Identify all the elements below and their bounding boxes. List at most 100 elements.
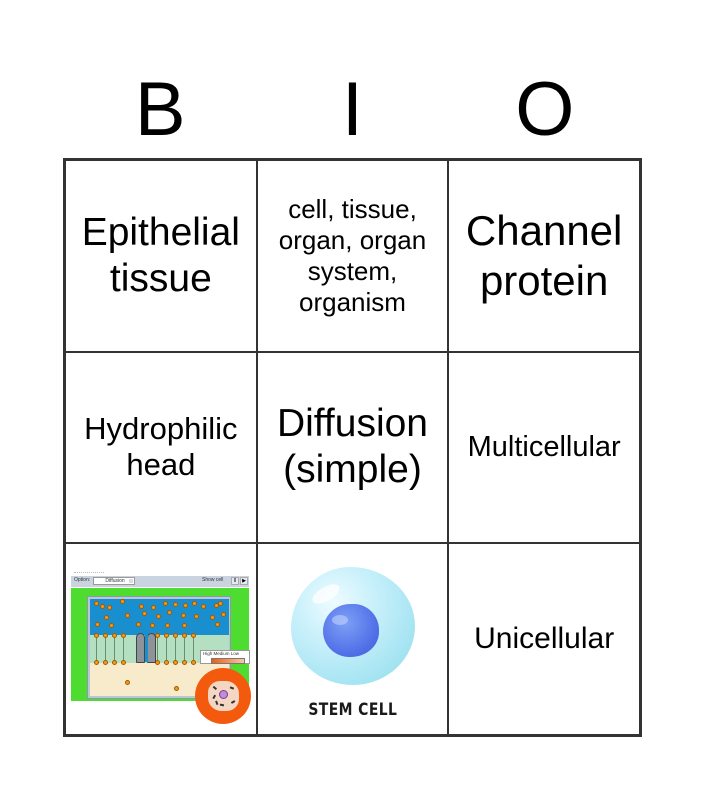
bingo-cell-diffusion-simple[interactable]: Diffusion (simple)	[256, 351, 449, 544]
stem-cell-nucleus	[322, 604, 379, 658]
organelle	[212, 694, 216, 700]
molecule	[121, 633, 126, 639]
molecule	[173, 660, 178, 666]
molecule	[181, 613, 186, 619]
lipid	[175, 637, 176, 665]
molecule	[139, 604, 144, 610]
organelle	[230, 700, 236, 704]
molecule	[192, 601, 197, 607]
molecule	[210, 615, 215, 621]
molecule	[95, 622, 100, 628]
lipid	[114, 637, 115, 665]
molecule	[103, 633, 108, 639]
cell-text-line: system,	[307, 255, 398, 286]
molecule	[100, 604, 105, 610]
molecule	[151, 605, 156, 611]
cell-text-line: organ, organ	[278, 225, 427, 256]
option-select: Diffusion	[93, 577, 135, 586]
molecule	[112, 633, 117, 639]
lipid	[193, 637, 194, 665]
simulation-toolbar: Option: Diffusion Show cell II ▶	[71, 576, 249, 588]
legend-text: High Medium Low	[203, 651, 240, 657]
molecule	[120, 599, 125, 605]
molecule	[136, 622, 141, 628]
option-label: Option:	[74, 577, 91, 584]
molecule	[182, 633, 187, 639]
cell-text-line: Diffusion	[276, 402, 428, 446]
organelle	[212, 686, 218, 690]
cell-text-line: protein	[479, 256, 609, 304]
decorative-dots	[74, 572, 104, 575]
molecule	[173, 602, 178, 608]
animal-cell-icon	[208, 681, 239, 712]
channel	[136, 633, 145, 664]
molecule	[191, 660, 196, 666]
bingo-cell-channel-protein[interactable]: Channel protein	[448, 160, 640, 352]
molecule	[121, 660, 126, 666]
molecule	[167, 610, 172, 616]
cell-text-line: Channel	[465, 207, 623, 255]
show-cell-checkbox: Show cell	[202, 577, 224, 584]
molecule	[214, 603, 219, 609]
bingo-grid: Epithelial tissue cell, tissue, organ, o…	[63, 158, 642, 737]
organelle	[219, 703, 225, 707]
cell-text-line: head	[126, 447, 196, 483]
bingo-header: B I O	[64, 70, 641, 150]
header-letter-b: B	[134, 67, 186, 152]
molecule	[194, 614, 199, 620]
molecule	[125, 680, 130, 686]
lipid	[184, 637, 185, 665]
stem-cell-image: STEM CELL	[258, 544, 448, 734]
header-letter-i: I	[341, 67, 364, 152]
nucleus-icon	[219, 690, 228, 700]
molecule	[142, 611, 147, 617]
molecule	[103, 660, 108, 666]
molecule	[201, 604, 206, 610]
molecule	[150, 623, 155, 629]
molecule	[125, 613, 130, 619]
molecule	[173, 633, 178, 639]
cell-text-line: organism	[299, 286, 406, 317]
molecule	[215, 622, 220, 628]
bingo-cell-unicellular[interactable]: Unicellular	[448, 543, 640, 735]
molecule	[94, 633, 99, 639]
bingo-cell-diffusion-simulation-image[interactable]: Option: Diffusion Show cell II ▶ High Me…	[65, 543, 257, 735]
molecule	[109, 623, 114, 629]
cell-text-line: cell, tissue,	[288, 194, 417, 225]
molecule	[163, 601, 168, 607]
bingo-cell-levels-of-organization[interactable]: cell, tissue, organ, organ system, organ…	[256, 160, 449, 352]
cell-text-line: Multicellular	[467, 431, 621, 464]
organelle	[229, 686, 235, 690]
stem-cell-caption: STEM CELL	[307, 700, 397, 721]
concentration-legend: High Medium Low	[200, 650, 250, 665]
cell-text-line: Epithelial	[81, 210, 240, 254]
molecule	[107, 605, 112, 611]
cell-text-line: Unicellular	[474, 622, 615, 656]
bingo-cell-hydrophilic-head[interactable]: Hydrophilic head	[65, 351, 257, 544]
legend-gradient	[211, 658, 245, 665]
molecule	[112, 660, 117, 666]
cell-text-line: tissue	[109, 256, 212, 300]
chgap	[145, 634, 148, 663]
lipid	[166, 637, 167, 665]
cell-text-line: (simple)	[283, 448, 422, 492]
molecule	[182, 660, 187, 666]
pause-icon: II	[231, 577, 239, 586]
organelle	[215, 700, 219, 706]
molecule	[221, 612, 226, 618]
molecule	[104, 615, 109, 621]
play-icon: ▶	[240, 577, 248, 586]
lipid	[157, 637, 158, 665]
lipid	[123, 637, 124, 665]
diffusion-simulation-image: Option: Diffusion Show cell II ▶ High Me…	[70, 568, 251, 725]
header-letter-o: O	[515, 67, 575, 152]
lipid	[96, 637, 97, 665]
molecule	[94, 660, 99, 666]
bingo-cell-stem-cell-image[interactable]: STEM CELL	[256, 543, 449, 735]
bingo-cell-epithelial-tissue[interactable]: Epithelial tissue	[65, 160, 257, 352]
bingo-cell-multicellular[interactable]: Multicellular	[448, 351, 640, 544]
molecule	[156, 614, 161, 620]
molecule	[182, 623, 187, 629]
molecule	[164, 633, 169, 639]
molecule	[165, 623, 170, 629]
